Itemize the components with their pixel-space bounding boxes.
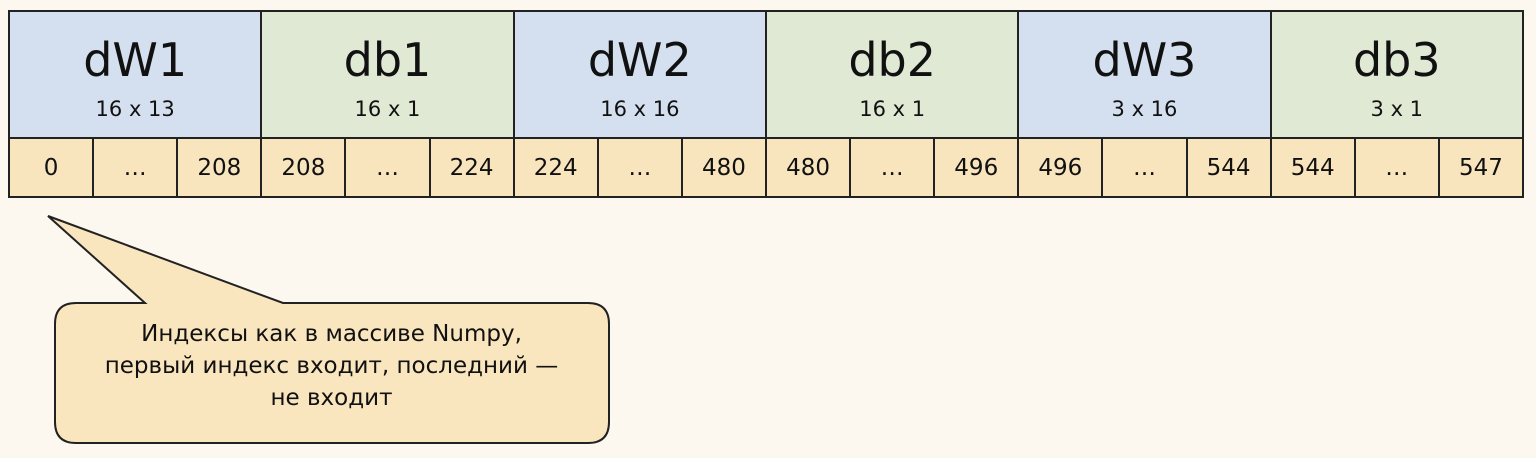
- index-row: 0 … 208: [10, 139, 261, 196]
- index-end: 224: [449, 154, 494, 181]
- block-dw1: dW1 16 x 13 0 … 208: [10, 12, 263, 196]
- block-db1: db1 16 x 1 208 … 224: [262, 12, 515, 196]
- callout-line: первый индекс входит, последний —: [104, 353, 559, 379]
- block-name: dW3: [1092, 32, 1197, 87]
- index-start: 208: [262, 139, 347, 196]
- block-header: db1 16 x 1: [262, 12, 513, 139]
- index-end: 208: [197, 154, 242, 181]
- block-shape: 16 x 16: [600, 96, 680, 121]
- callout-line: не входит: [270, 385, 393, 411]
- block-shape: 16 x 13: [95, 96, 175, 121]
- block-header: db3 3 x 1: [1271, 12, 1522, 139]
- block-name: dW2: [587, 32, 692, 87]
- block-dw3: dW3 3 x 16 496 … 544: [1019, 12, 1272, 196]
- index-row: 480 … 496: [766, 139, 1018, 196]
- index-ellipsis: …: [1103, 139, 1188, 196]
- block-dw2: dW2 16 x 16 224 … 480: [514, 12, 767, 196]
- block-shape: 16 x 1: [859, 96, 926, 121]
- callout-shape: [47, 215, 610, 444]
- callout-text: Индексы как в массиве Numpy, первый инде…: [54, 318, 609, 414]
- index-ellipsis: …: [1356, 139, 1440, 196]
- index-ellipsis: …: [599, 139, 683, 196]
- parameter-vector-table: dW1 16 x 13 0 … 208 db1 16 x 1 208 … 224…: [8, 10, 1524, 198]
- index-end: 544: [1206, 154, 1251, 181]
- index-ellipsis: …: [346, 139, 431, 196]
- block-shape: 3 x 1: [1370, 96, 1424, 121]
- block-name: db1: [343, 32, 432, 87]
- block-header: dW2 16 x 16: [514, 12, 765, 139]
- index-start: 544: [1272, 139, 1356, 196]
- index-start: 480: [767, 139, 852, 196]
- index-row: 544 … 547: [1271, 139, 1522, 196]
- index-end: 496: [954, 154, 999, 181]
- block-shape: 3 x 16: [1111, 96, 1178, 121]
- block-db3: db3 3 x 1 544 … 547: [1271, 12, 1522, 196]
- block-shape: 16 x 1: [354, 96, 421, 121]
- index-ellipsis: …: [94, 139, 179, 196]
- block-name: db2: [848, 32, 936, 87]
- index-ellipsis: …: [851, 139, 936, 196]
- block-name: dW1: [83, 32, 188, 87]
- block-header: dW1 16 x 13: [10, 12, 261, 139]
- block-name: db3: [1352, 32, 1441, 87]
- block-header: db2 16 x 1: [766, 12, 1018, 139]
- index-start: 496: [1019, 139, 1104, 196]
- index-start: 224: [515, 139, 599, 196]
- index-row: 224 … 480: [514, 139, 765, 196]
- block-db2: db2 16 x 1 480 … 496: [766, 12, 1020, 196]
- index-end: 547: [1458, 154, 1503, 181]
- index-row: 208 … 224: [262, 139, 513, 196]
- index-end: 480: [701, 154, 746, 181]
- index-row: 496 … 544: [1019, 139, 1270, 196]
- block-header: dW3 3 x 16: [1019, 12, 1270, 139]
- index-start: 0: [10, 139, 95, 196]
- callout-line: Индексы как в массиве Numpy,: [141, 321, 522, 347]
